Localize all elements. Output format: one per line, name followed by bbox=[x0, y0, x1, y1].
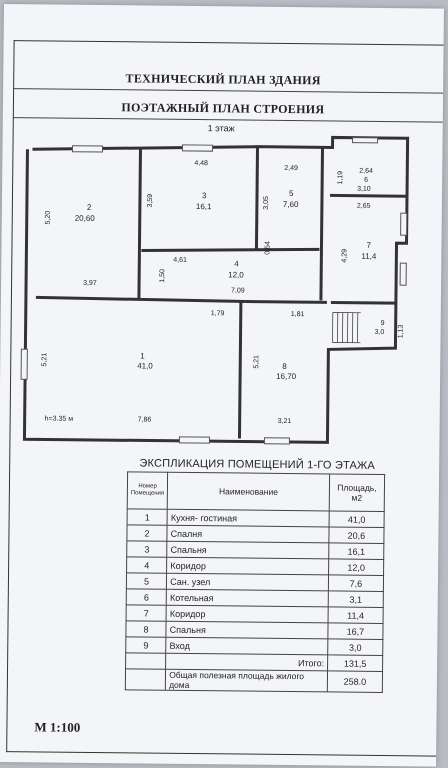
useful-area-label: Общая полезная площадь жилого дома bbox=[165, 669, 328, 692]
dim-265: 2,65 bbox=[357, 203, 371, 210]
dim-321: 3,21 bbox=[278, 418, 292, 425]
dim-448: 4,48 bbox=[194, 160, 208, 167]
room-num-7: 7 bbox=[366, 241, 371, 250]
useful-area-value: 258.0 bbox=[327, 670, 383, 693]
dim-305: 3,05 bbox=[263, 196, 270, 210]
dim-179: 1,79 bbox=[211, 310, 225, 317]
dim-113: 1,13 bbox=[398, 324, 405, 338]
room-num-1: 1 bbox=[140, 351, 145, 360]
dim-709: 7,09 bbox=[231, 287, 245, 294]
walls bbox=[22, 135, 410, 444]
plan-sheet: ТЕХНИЧЕСКИЙ ПЛАН ЗДАНИЯ ПОЭТАЖНЫЙ ПЛАН С… bbox=[0, 4, 444, 767]
room-num-3: 3 bbox=[202, 191, 207, 200]
room-num-2: 2 bbox=[87, 203, 92, 212]
dimension-labels: 4,48 2,49 2,64 2,65 3,97 4,61 7,09 1,79 … bbox=[41, 160, 405, 425]
floor-label: 1 этаж bbox=[208, 123, 235, 133]
dim-520: 5,20 bbox=[45, 211, 52, 225]
floor-plan: 1 этаж bbox=[20, 123, 410, 445]
useful-area-row: Общая полезная площадь жилого дома 258.0 bbox=[125, 668, 383, 693]
entrance-stairs bbox=[332, 312, 361, 344]
total-value: 131,5 bbox=[327, 654, 383, 672]
header-room-number: Номер Помещения bbox=[127, 471, 168, 510]
room-num-9: 9 bbox=[381, 320, 385, 327]
dim-786: 7,86 bbox=[138, 416, 152, 423]
room-num-4: 4 bbox=[234, 259, 239, 268]
dim-359: 3,59 bbox=[147, 194, 154, 208]
dim-429: 4,29 bbox=[341, 249, 348, 263]
height-note: h=3.35 м bbox=[45, 415, 74, 422]
header-room-area: Площадь, м2 bbox=[329, 473, 385, 512]
room-area-4: 12,0 bbox=[228, 270, 244, 279]
room-num-8: 8 bbox=[282, 362, 287, 371]
scale-label: М 1:100 bbox=[34, 719, 81, 735]
dim-521b: 5,21 bbox=[253, 355, 260, 369]
room-area-6: 3,10 bbox=[357, 186, 371, 193]
dim-397: 3,97 bbox=[83, 280, 97, 287]
windows bbox=[20, 137, 408, 445]
room-area-5: 7,60 bbox=[283, 200, 299, 209]
dim-054: 0,54 bbox=[264, 241, 271, 255]
room-area-3: 16,1 bbox=[196, 202, 212, 211]
header-room-name: Наименование bbox=[167, 472, 330, 511]
dim-521a: 5,21 bbox=[41, 353, 48, 367]
room-num-6: 6 bbox=[364, 177, 368, 184]
dim-461: 4,61 bbox=[173, 257, 187, 264]
explication-table: Номер Помещения Наименование Площадь, м2… bbox=[125, 471, 385, 693]
room-area-2: 20,60 bbox=[75, 214, 96, 223]
dim-181: 1,81 bbox=[291, 311, 305, 318]
room-area-7: 11,4 bbox=[361, 252, 377, 261]
dim-264: 2,64 bbox=[359, 168, 373, 175]
room-area-8: 16,70 bbox=[276, 372, 297, 381]
dim-119: 1,19 bbox=[337, 171, 344, 185]
dim-150: 1,50 bbox=[159, 269, 166, 283]
total-label: Итого: bbox=[165, 653, 328, 671]
dim-249: 2,49 bbox=[284, 165, 298, 172]
room-area-1: 41,0 bbox=[137, 361, 153, 370]
room-area-9: 3,0 bbox=[375, 329, 385, 336]
room-num-5: 5 bbox=[289, 189, 294, 198]
